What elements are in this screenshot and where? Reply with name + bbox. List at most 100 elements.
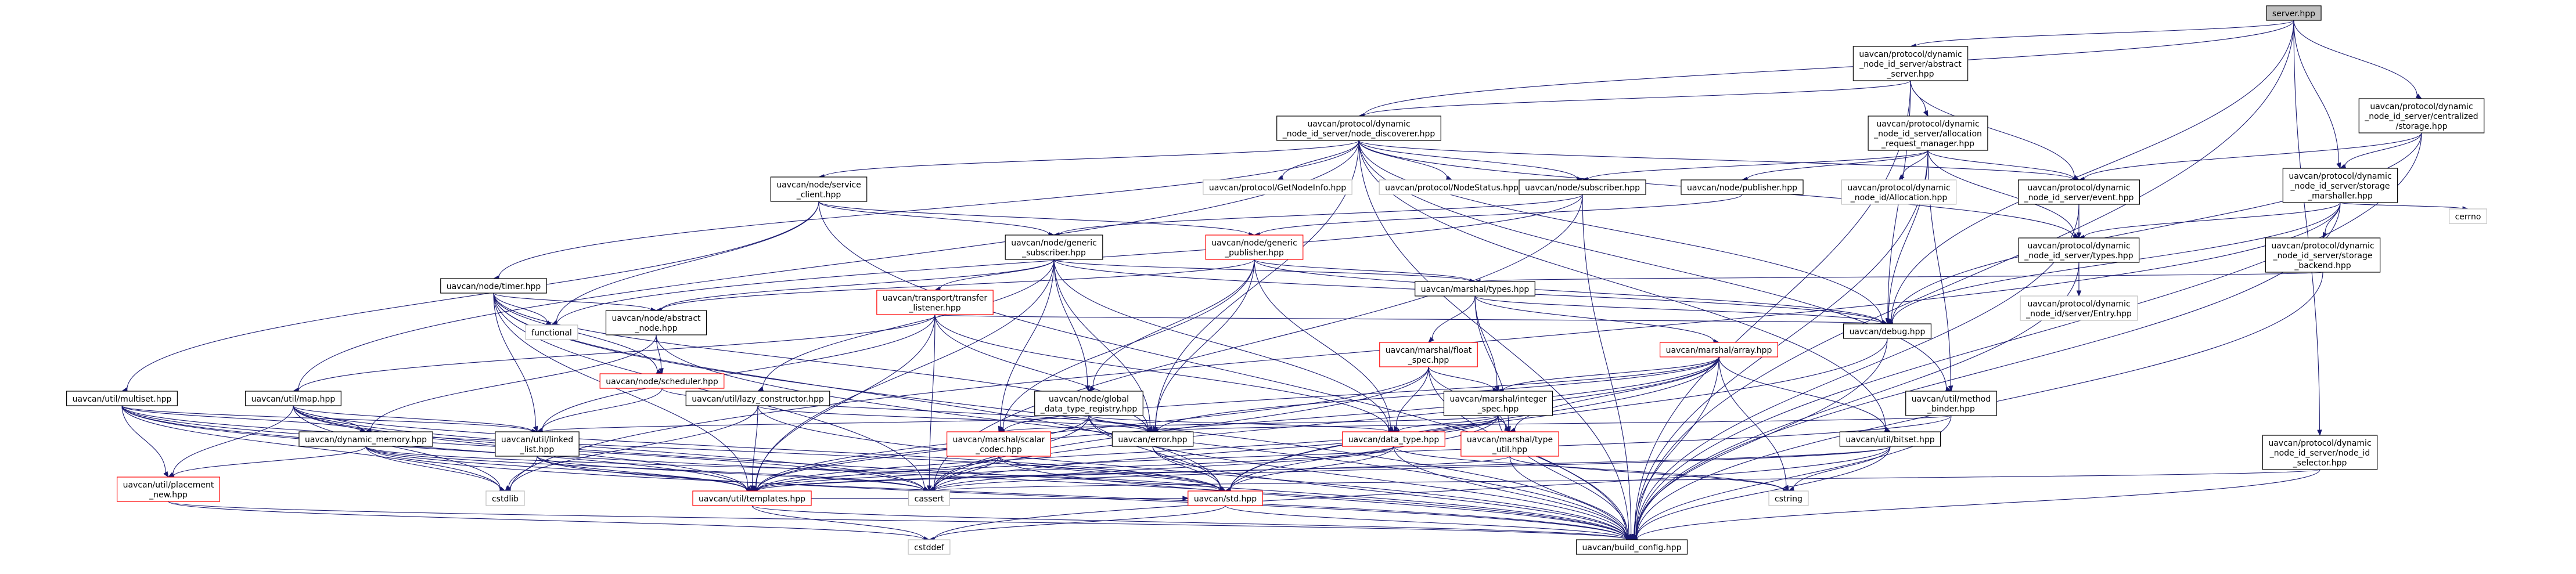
- node-generic-subscriber[interactable]: uavcan/node/generic_subscriber.hpp: [1005, 234, 1103, 260]
- node-node-scheduler[interactable]: uavcan/node/scheduler.hpp: [599, 373, 725, 389]
- node-get-node-info[interactable]: uavcan/protocol/GetNodeInfo.hpp: [1203, 179, 1352, 195]
- node-box: [495, 431, 580, 457]
- edge-line: [127, 201, 819, 390]
- node-float-spec[interactable]: uavcan/marshal/float_spec.hpp: [1379, 342, 1478, 367]
- edge-line: [934, 505, 1226, 540]
- edge-line: [1358, 140, 1629, 536]
- node-label: _listener.hpp: [908, 304, 960, 313]
- edge-line: [1902, 150, 1929, 176]
- node-marshal-types[interactable]: uavcan/marshal/types.hpp: [1415, 281, 1535, 297]
- node-debug[interactable]: uavcan/debug.hpp: [1843, 323, 1932, 339]
- node-multiset[interactable]: uavcan/util/multiset.hpp: [66, 391, 178, 406]
- edge-array-to-error: [1152, 356, 1719, 434]
- edge-line: [752, 405, 758, 486]
- node-subscriber[interactable]: uavcan/node/subscriber.hpp: [1519, 179, 1646, 195]
- node-node-status[interactable]: uavcan/protocol/NodeStatus.hpp: [1379, 179, 1525, 195]
- node-transfer-listener[interactable]: uavcan/transport/transfer_listener.hpp: [876, 290, 994, 315]
- node-lazy-constructor[interactable]: uavcan/util/lazy_constructor.hpp: [685, 391, 830, 406]
- edge-line: [757, 366, 1429, 490]
- node-error[interactable]: uavcan/error.hpp: [1111, 431, 1194, 447]
- node-node-selector[interactable]: uavcan/protocol/dynamic_node_id_server/n…: [2262, 435, 2378, 470]
- edge-marshal-types-to-integer-spec: [1474, 295, 1499, 392]
- node-label: _marshaller.hpp: [2307, 192, 2373, 201]
- edge-line: [1000, 259, 1055, 427]
- node-generic-publisher[interactable]: uavcan/node/generic_publisher.hpp: [1205, 234, 1304, 260]
- node-linked-list[interactable]: uavcan/util/linked_list.hpp: [495, 431, 580, 457]
- edge-arrowhead: [750, 485, 755, 492]
- node-label: uavcan/node/abstract: [611, 314, 701, 323]
- node-event[interactable]: uavcan/protocol/dynamic_node_id_server/e…: [2018, 179, 2140, 205]
- edge-allocation-request-manager-to-debug: [1886, 150, 1929, 325]
- node-templates[interactable]: uavcan/util/templates.hpp: [692, 490, 812, 506]
- node-box: [1034, 391, 1143, 416]
- edge-server-to-node-selector: [2293, 20, 2322, 436]
- node-abstract-node[interactable]: uavcan/node/abstract_node.hpp: [605, 310, 707, 335]
- node-label: uavcan/protocol/dynamic: [2289, 172, 2391, 181]
- node-server[interactable]: server.hpp: [2266, 5, 2322, 21]
- node-data-type[interactable]: uavcan/data_type.hpp: [1342, 431, 1445, 447]
- edge-arrowhead: [1219, 486, 1226, 492]
- node-box: [2266, 5, 2322, 21]
- node-box: [599, 373, 725, 389]
- node-cstdlib[interactable]: cstdlib: [485, 490, 525, 506]
- edge-multiset-to-std: [121, 405, 1226, 493]
- node-service-client[interactable]: uavcan/node/service_client.hpp: [770, 176, 868, 202]
- node-label: uavcan/node/subscriber.hpp: [1525, 183, 1640, 193]
- node-placement-new[interactable]: uavcan/util/placement_new.hpp: [117, 476, 220, 502]
- node-scalar-codec[interactable]: uavcan/marshal/scalar_codec.hpp: [947, 431, 1051, 457]
- node-cstring[interactable]: cstring: [1768, 490, 1809, 506]
- node-std[interactable]: uavcan/std.hpp: [1188, 490, 1263, 506]
- node-storage-marshaller[interactable]: uavcan/protocol/dynamic_node_id_server/s…: [2282, 168, 2398, 203]
- edge-line: [1053, 259, 1470, 282]
- edge-line: [1254, 259, 1470, 281]
- node-dynamic-memory[interactable]: uavcan/dynamic_memory.hpp: [298, 431, 433, 447]
- node-allocation[interactable]: uavcan/protocol/dynamic_node_id/Allocati…: [1841, 179, 1957, 205]
- edge-placement-new-to-cstddef: [168, 501, 930, 542]
- node-build-config[interactable]: uavcan/build_config.hpp: [1575, 539, 1688, 555]
- node-label: uavcan/util/lazy_constructor.hpp: [692, 395, 824, 404]
- node-label: uavcan/util/map.hpp: [251, 395, 336, 404]
- node-bitset[interactable]: uavcan/util/bitset.hpp: [1839, 431, 1941, 447]
- node-cstddef[interactable]: cstddef: [908, 539, 951, 555]
- node-centralized-storage[interactable]: uavcan/protocol/dynamic_node_id_server/c…: [2358, 98, 2485, 133]
- node-integer-spec[interactable]: uavcan/marshal/integer_spec.hpp: [1443, 391, 1553, 416]
- node-map[interactable]: uavcan/util/map.hpp: [245, 391, 341, 406]
- node-abstract-server[interactable]: uavcan/protocol/dynamic_node_id_server/a…: [1852, 46, 1969, 81]
- node-types[interactable]: uavcan/protocol/dynamic_node_id_server/t…: [2018, 237, 2140, 263]
- edge-line: [1254, 259, 1391, 428]
- node-label: _node_id_server/storage: [2290, 182, 2390, 191]
- edge-allocation-request-manager-to-subscriber: [1581, 150, 1929, 182]
- edge-line: [508, 456, 538, 488]
- edge-line: [537, 456, 1627, 540]
- node-label: uavcan/util/placement: [123, 481, 214, 490]
- node-cassert[interactable]: cassert: [908, 490, 950, 506]
- edge-line: [542, 415, 1089, 432]
- edge-linked-list-to-cstdlib: [505, 456, 538, 492]
- edge-service-client-to-generic-subscriber: [818, 201, 1055, 237]
- node-box: [2020, 295, 2138, 321]
- edge-storage-backend-to-marshal-types: [1474, 272, 2323, 284]
- edge-centralized-storage-to-debug: [1886, 132, 2422, 324]
- edge-line: [1053, 259, 1088, 387]
- node-storage-backend[interactable]: uavcan/protocol/dynamic_node_id_server/s…: [2265, 237, 2381, 273]
- node-node-discoverer[interactable]: uavcan/protocol/dynamic_node_id_server/n…: [1276, 115, 1441, 141]
- node-type-util[interactable]: uavcan/marshal/type_util.hpp: [1460, 431, 1559, 457]
- edge-line: [1393, 446, 1628, 538]
- node-entry[interactable]: uavcan/protocol/dynamic_node_id/server/E…: [2020, 295, 2138, 321]
- edge-line: [934, 314, 1389, 431]
- edge-dynamic-memory-to-cassert: [365, 446, 930, 493]
- node-label: uavcan/protocol/dynamic: [2370, 102, 2473, 111]
- node-functional[interactable]: functional: [525, 324, 578, 340]
- edge-line: [1718, 356, 1886, 430]
- node-timer[interactable]: uavcan/node/timer.hpp: [440, 278, 547, 294]
- node-box: [1276, 115, 1441, 141]
- node-cerrno[interactable]: cerrno: [2449, 208, 2487, 224]
- edge-line: [661, 259, 1055, 311]
- edge-arrowhead: [2073, 233, 2080, 239]
- node-array[interactable]: uavcan/marshal/array.hpp: [1660, 342, 1778, 358]
- node-allocation-request-manager[interactable]: uavcan/protocol/dynamic_node_id_server/a…: [1868, 115, 1988, 151]
- node-publisher[interactable]: uavcan/node/publisher.hpp: [1681, 179, 1804, 195]
- edge-arrowhead: [2317, 429, 2322, 436]
- node-global-data-type-registry[interactable]: uavcan/node/global_data_type_registry.hp…: [1034, 391, 1143, 416]
- node-method-binder[interactable]: uavcan/util/method_binder.hpp: [1905, 391, 1997, 416]
